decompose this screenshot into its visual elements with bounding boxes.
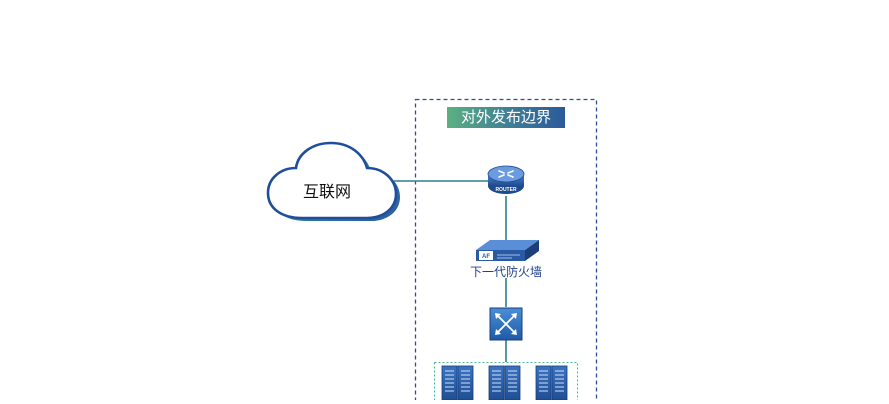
- server-icon: [535, 365, 568, 401]
- switch-icon: [489, 307, 523, 341]
- server-group: [441, 365, 568, 401]
- firewall-icon: AF: [476, 240, 539, 261]
- server-group-frame: [433, 361, 579, 404]
- router-icon: ROUTER: [487, 165, 525, 194]
- router-label: ROUTER: [495, 187, 517, 193]
- boundary-title: 对外发布边界: [447, 107, 565, 128]
- firewall-badge: AF: [482, 254, 490, 260]
- publish-boundary-frame: [414, 98, 598, 404]
- internet-label: 互联网: [302, 182, 351, 201]
- server-icon: [488, 365, 521, 401]
- firewall-label: 下一代防火墙: [469, 265, 542, 279]
- server-icon: [441, 365, 474, 401]
- internet-cloud-icon: [266, 141, 400, 221]
